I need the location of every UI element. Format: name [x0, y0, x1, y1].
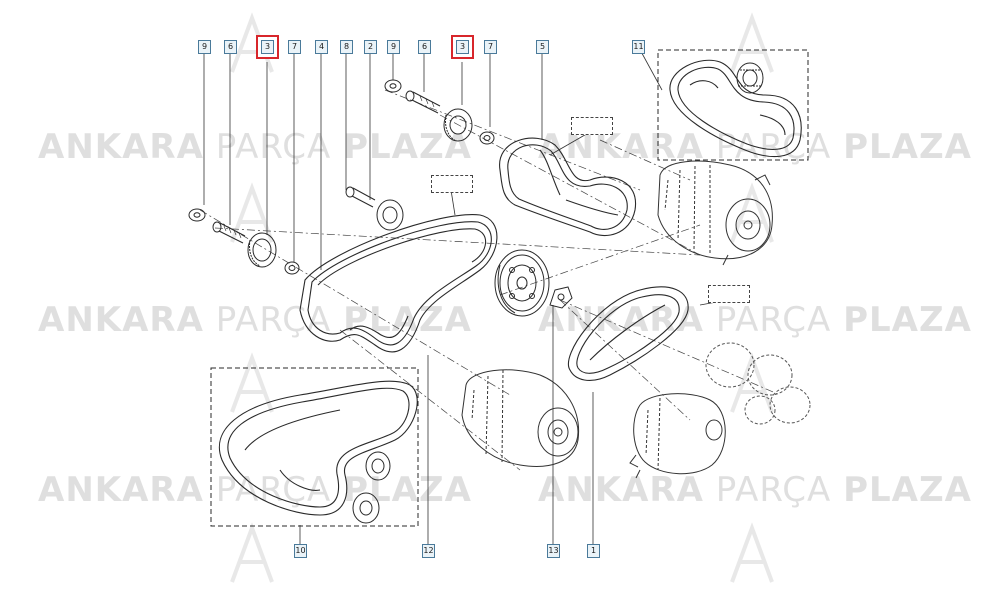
group-box-11 [657, 49, 809, 161]
belt-4 [299, 214, 498, 353]
watermark-row-1-left: ANKARA PARÇA PLAZA [38, 127, 472, 167]
watermark-row-3-right: ANKARA PARÇA PLAZA [538, 470, 972, 510]
part-label-8[interactable]: 8 [340, 40, 353, 54]
alignment-lines [199, 89, 781, 471]
part-label-11[interactable]: 11 [632, 40, 645, 54]
part-label-2[interactable]: 2 [364, 40, 377, 54]
bolt-6b [405, 90, 441, 114]
idler-bracket-13 [549, 286, 573, 309]
tensioner-pulley-11 [736, 62, 764, 94]
part-label-9[interactable]: 9 [198, 40, 211, 54]
washer-9a [188, 208, 206, 222]
washer-7b [479, 131, 495, 145]
watermark-row-3-left: ANKARA PARÇA PLAZA [38, 470, 472, 510]
leader-lines [203, 45, 729, 550]
part-label-6-second[interactable]: 6 [418, 40, 431, 54]
pulley-10-upper [365, 451, 391, 481]
part-label-5[interactable]: 5 [536, 40, 549, 54]
washer-9b [384, 79, 402, 93]
callout-box-left [431, 175, 473, 193]
belt-1 [567, 286, 689, 381]
pulley-3b [443, 108, 473, 142]
part-label-1[interactable]: 1 [587, 544, 600, 558]
bolt-6a [212, 221, 246, 244]
part-label-3-highlighted[interactable]: 3 [261, 40, 274, 54]
part-label-9-second[interactable]: 9 [387, 40, 400, 54]
bolt-8 [345, 186, 376, 208]
group-box-10 [210, 367, 419, 527]
part-label-4[interactable]: 4 [315, 40, 328, 54]
belt-5 [499, 137, 637, 236]
part-label-12[interactable]: 12 [422, 544, 435, 558]
crank-pulley-12 [494, 249, 550, 317]
optional-pulley-right [705, 342, 811, 425]
washer-7a [284, 261, 300, 275]
part-label-7[interactable]: 7 [288, 40, 301, 54]
belt-10 [218, 380, 418, 516]
part-label-13[interactable]: 13 [547, 544, 560, 558]
pulley-10-lower [352, 492, 380, 524]
pulley-3a [247, 232, 277, 268]
compressor-upper [657, 160, 773, 266]
pulley-2 [376, 199, 404, 231]
part-label-7-second[interactable]: 7 [484, 40, 497, 54]
watermark-row-2-left: ANKARA PARÇA PLAZA [38, 300, 472, 340]
part-label-6[interactable]: 6 [224, 40, 237, 54]
compressor-lower-middle [461, 369, 580, 467]
part-label-3-second-highlighted[interactable]: 3 [456, 40, 469, 54]
callout-box-right [708, 285, 750, 303]
belt-11 [669, 59, 802, 158]
compressor-lower-right [629, 393, 726, 479]
callout-box-top [571, 117, 613, 135]
part-label-10[interactable]: 10 [294, 544, 307, 558]
